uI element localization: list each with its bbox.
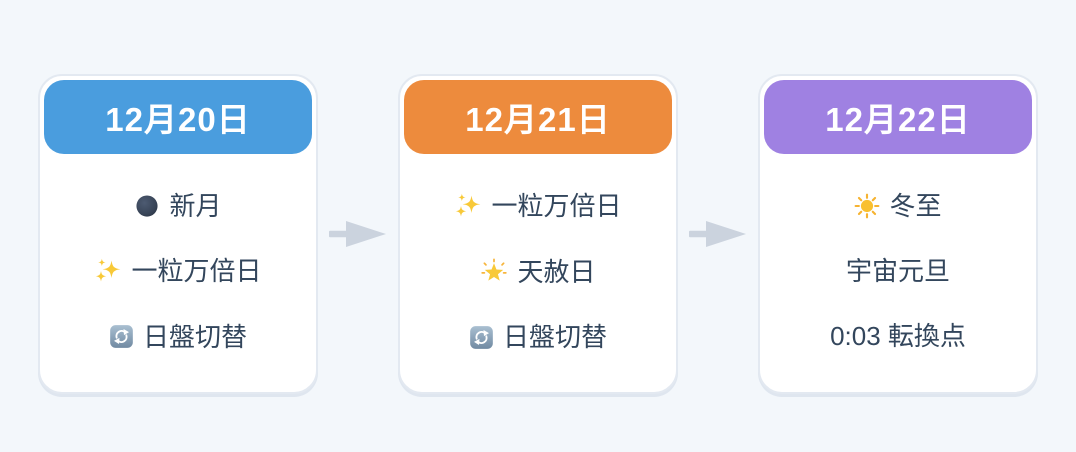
event-row: 日盤切替 bbox=[469, 324, 607, 350]
event-row: 宇宙元旦 bbox=[846, 258, 950, 284]
date-header: 12月21日 bbox=[404, 80, 672, 154]
event-label: 天赦日 bbox=[517, 257, 596, 287]
date-label: 12月20日 bbox=[105, 101, 251, 138]
date-label: 12月22日 bbox=[825, 101, 971, 138]
flow-connector bbox=[318, 74, 398, 394]
date-label: 12月21日 bbox=[465, 101, 611, 138]
event-row: 日盤切替 bbox=[109, 324, 247, 350]
sparkles-icon bbox=[94, 257, 122, 285]
event-row: 一粒万倍日 bbox=[94, 256, 262, 286]
event-list: 新月 一粒万倍日 bbox=[44, 154, 312, 388]
sun-icon bbox=[854, 193, 880, 219]
day-card-dec20: 12月20日 新月 bbox=[38, 74, 318, 394]
day-card-dec21: 12月21日 一粒万倍日 bbox=[398, 74, 678, 394]
event-list: 冬至 宇宙元旦 0:03 転換点 bbox=[764, 154, 1032, 388]
event-label: 宇宙元旦 bbox=[845, 256, 950, 286]
arrow-right-icon bbox=[689, 219, 747, 249]
event-label: 一粒万倍日 bbox=[131, 256, 262, 286]
event-label: 0:03 転換点 bbox=[830, 321, 966, 351]
glowing-star-icon bbox=[480, 258, 508, 286]
event-row: 0:03 転換点 bbox=[830, 323, 966, 349]
flow-connector bbox=[678, 74, 758, 394]
event-label: 日盤切替 bbox=[142, 321, 247, 352]
event-label: 新月 bbox=[169, 190, 222, 221]
event-row: 冬至 bbox=[854, 191, 942, 221]
cycle-icon bbox=[469, 325, 494, 350]
arrow-right-icon bbox=[329, 219, 387, 249]
event-row: 天赦日 bbox=[480, 257, 596, 287]
new-moon-icon bbox=[134, 193, 160, 219]
date-header: 12月20日 bbox=[44, 80, 312, 154]
sparkles-icon bbox=[454, 192, 482, 220]
event-row: 新月 bbox=[134, 190, 222, 221]
day-card-dec22: 12月22日 bbox=[758, 74, 1038, 394]
event-list: 一粒万倍日 天赦日 bbox=[404, 154, 672, 388]
event-label: 日盤切替 bbox=[502, 322, 607, 352]
event-row: 一粒万倍日 bbox=[454, 191, 622, 221]
event-label: 一粒万倍日 bbox=[491, 191, 622, 221]
date-header: 12月22日 bbox=[764, 80, 1032, 154]
cycle-icon bbox=[109, 324, 134, 349]
event-label: 冬至 bbox=[889, 191, 942, 221]
